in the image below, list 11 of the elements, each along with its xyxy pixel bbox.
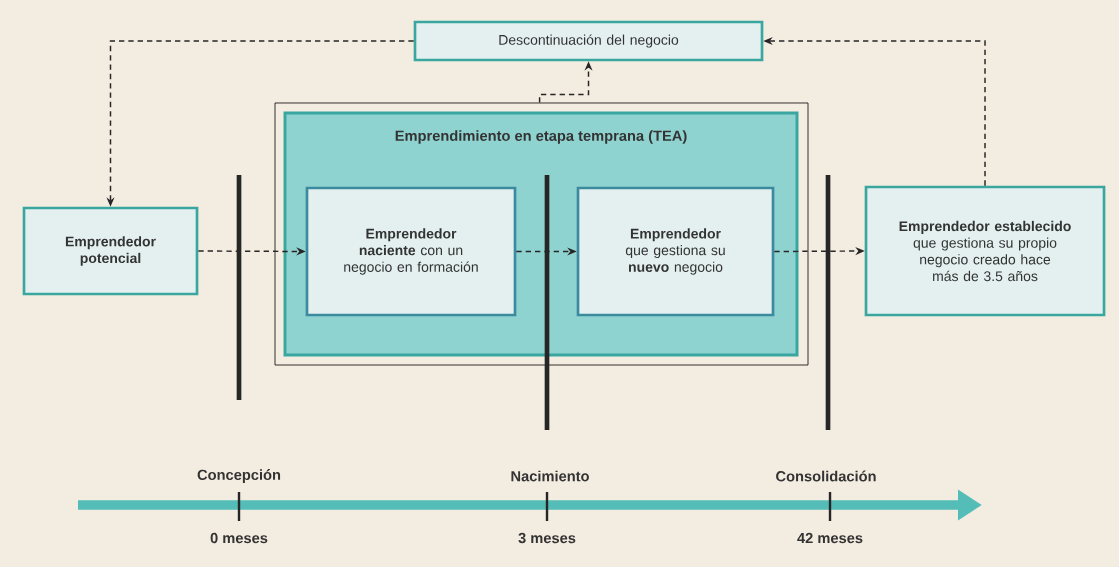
stage-label: Consolidación xyxy=(776,470,876,482)
time-label: 3 meses xyxy=(518,532,576,544)
stage-label: Nacimiento xyxy=(511,470,589,482)
process-box: Emprendedor naciente con un negocio en formación xyxy=(305,186,517,317)
process-box: Emprendedor establecido que gestiona su propio negocio creado hace más de 3.5 años xyxy=(864,185,1106,317)
time-label: 42 meses xyxy=(797,532,863,544)
process-box: Emprendedor que gestiona su nuevo negocio xyxy=(576,186,775,317)
process-box: Emprendedor potencial xyxy=(22,206,199,296)
time-label: 0 meses xyxy=(210,532,268,544)
stage-label: Concepción xyxy=(197,469,281,483)
process-box: Descontinuación del negocio xyxy=(413,20,764,62)
